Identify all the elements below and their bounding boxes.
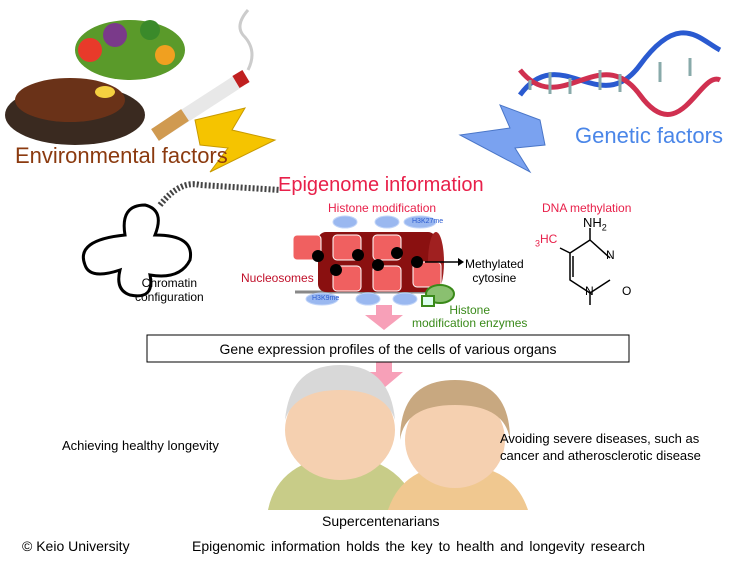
- chromosome-outline: [82, 203, 193, 298]
- caption-text: Epigenomic information holds the key to …: [192, 538, 646, 554]
- histone-enzymes-label: Histone modification enzymes: [412, 303, 528, 330]
- nucleosome-illustration: [292, 215, 464, 307]
- gene-expression-box: [146, 334, 630, 363]
- n-atom-1: N: [606, 248, 615, 262]
- h3k9me-label: H3K9me: [312, 295, 340, 302]
- nh-text: NH: [583, 215, 602, 230]
- methyl-subscript: 3: [535, 238, 541, 249]
- nh-subscript: 2: [601, 222, 607, 233]
- methylcytosine-structure: [559, 228, 611, 305]
- genetic-factors-label: Genetic factors: [575, 123, 723, 148]
- lightning-genetic: [458, 104, 546, 174]
- down-arrow-1: [365, 305, 403, 330]
- avoiding-diseases-text: Avoiding severe diseases, such as cancer…: [500, 431, 701, 463]
- healthy-longevity-text: Achieving healthy longevity: [62, 438, 219, 453]
- food-illustration: [5, 20, 185, 145]
- gene-expression-text: Gene expression profiles of the cells of…: [219, 341, 557, 357]
- nh2-label: NH2: [583, 215, 607, 233]
- cigarette-illustration: [151, 9, 254, 141]
- h3k27me-label: H3K27me: [412, 218, 444, 225]
- histone-modification-label: Histone modification: [328, 201, 437, 215]
- dna-helix-illustration: [517, 30, 722, 117]
- methyl-label: 3HC: [535, 232, 557, 248]
- chromatin-fiber: [157, 181, 281, 207]
- lightning-environmental: [194, 107, 277, 173]
- nucleosomes-label: Nucleosomes: [241, 271, 314, 285]
- supercentenarians-label: Supercentenarians: [322, 513, 440, 529]
- hc-text: HC: [540, 232, 558, 246]
- o-atom: O: [622, 284, 632, 298]
- down-arrow-2: [365, 362, 403, 388]
- elderly-couple-illustration: [268, 365, 528, 510]
- methylated-cytosine-label: Methylated cytosine: [465, 257, 524, 285]
- environmental-factors-label: Environmental factors: [15, 143, 228, 168]
- n-atom-2: N: [585, 284, 594, 298]
- epigenome-title: Epigenome information: [278, 174, 484, 196]
- chromatin-configuration-label: Chromatin configuration: [135, 276, 204, 304]
- copyright-text: © Keio University: [22, 538, 130, 554]
- dna-methylation-label: DNA methylation: [542, 201, 632, 215]
